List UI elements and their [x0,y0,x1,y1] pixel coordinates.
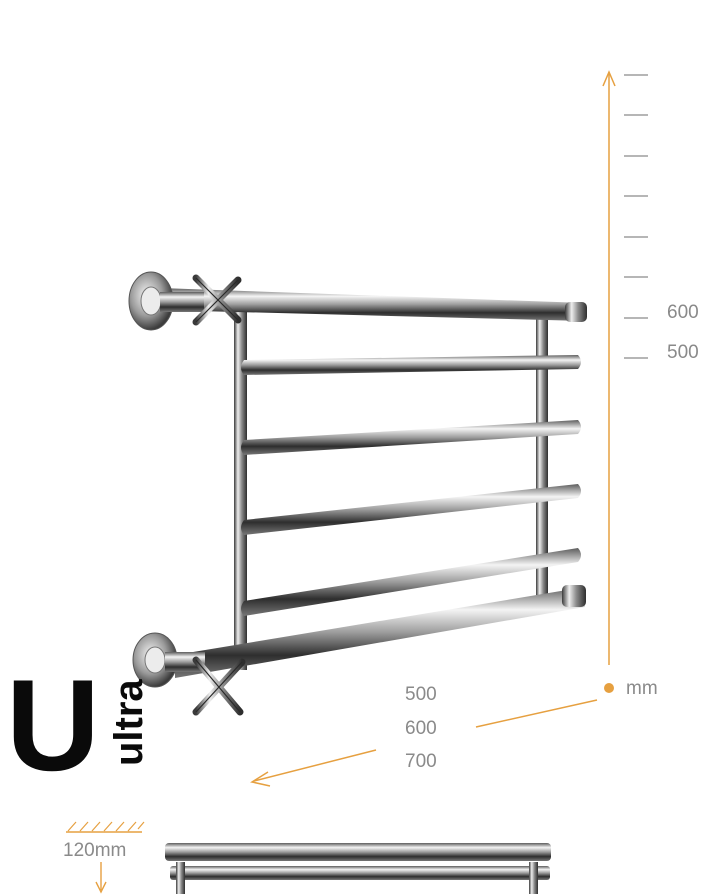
top-wall-mount [128,271,242,331]
brand-logo: U ultra [6,652,151,798]
width-label-500: 500 [405,684,437,705]
unit-label: mm [626,678,658,699]
height-axis-arrowhead [602,70,616,87]
right-post [536,305,548,595]
depth-detail: 120mm [63,821,551,894]
depth-arrowhead [95,881,107,894]
topview-rail-upper [165,843,551,861]
bottom-rail-cap [562,585,586,607]
height-ticks [624,74,648,359]
depth-label: 120mm [63,840,126,861]
mount-sleeve [160,292,204,312]
left-post [234,300,247,670]
width-dimension: 500 600 700 [250,684,598,787]
height-label-500: 500 [667,342,699,363]
brand-word: ultra [107,679,151,766]
height-dimension: 600 500 [602,70,699,665]
width-label-700: 700 [405,751,437,772]
topview-post-right [529,862,538,894]
cross-bars [241,355,581,616]
width-axis-arrowhead [250,771,271,787]
topview-rail-lower [170,866,550,880]
bottom-rail [175,587,585,678]
rail-bar [241,484,581,535]
top-rail-cap [565,302,587,322]
height-label-600: 600 [667,302,699,323]
rail-bar [241,420,581,455]
bottom-wall-mount [132,632,246,716]
wall-mount-inner [140,286,162,316]
brand-letter: U [6,652,100,798]
width-label-600: 600 [405,718,437,739]
origin-dot-icon [604,683,614,693]
width-axis-line-upper [475,699,598,728]
wall-hatching [67,821,145,832]
rail-bar [241,548,581,616]
top-rail [160,288,585,321]
towel-rail-illustration [128,271,587,716]
wall-mount-inner [144,646,166,674]
rail-bar [241,355,581,375]
width-axis-line-lower [253,749,377,782]
topview-post-left [176,862,185,894]
